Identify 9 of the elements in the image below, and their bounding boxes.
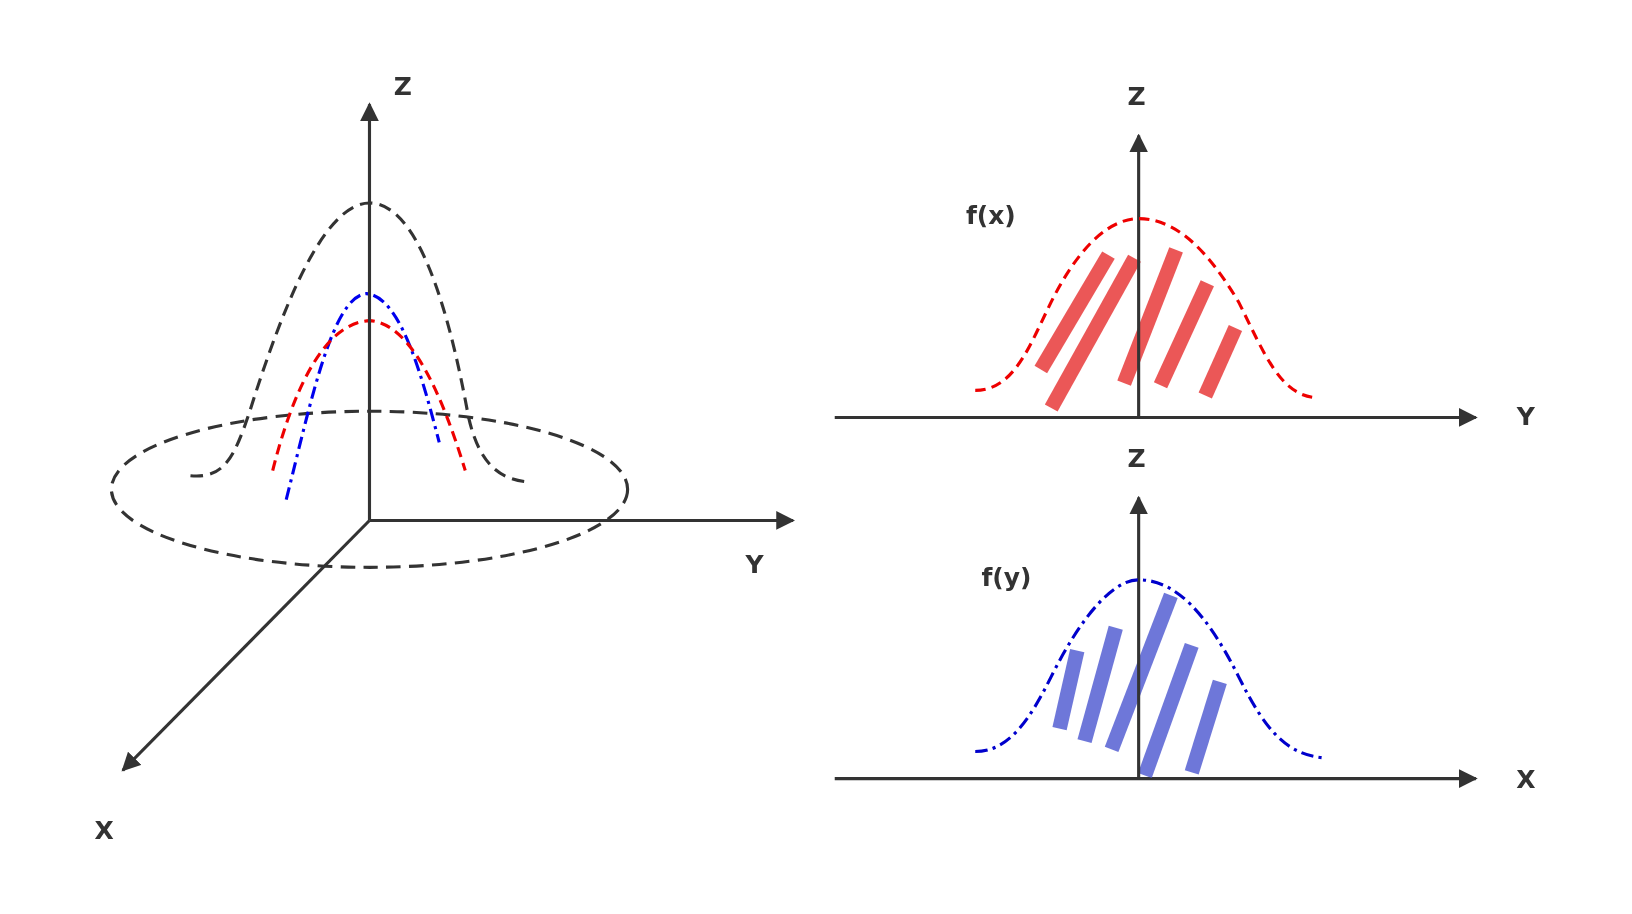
function-label: f(y)	[981, 564, 1032, 590]
axis-label: Z	[1127, 83, 1146, 109]
axis-label: X	[1516, 766, 1536, 791]
axis-label: X	[94, 817, 114, 842]
axis-label: Y	[745, 551, 764, 577]
axis-label: Y	[1516, 403, 1535, 429]
axis-label: Z	[393, 73, 412, 99]
function-label: f(x)	[965, 202, 1016, 228]
axis-label: Z	[1127, 445, 1146, 471]
